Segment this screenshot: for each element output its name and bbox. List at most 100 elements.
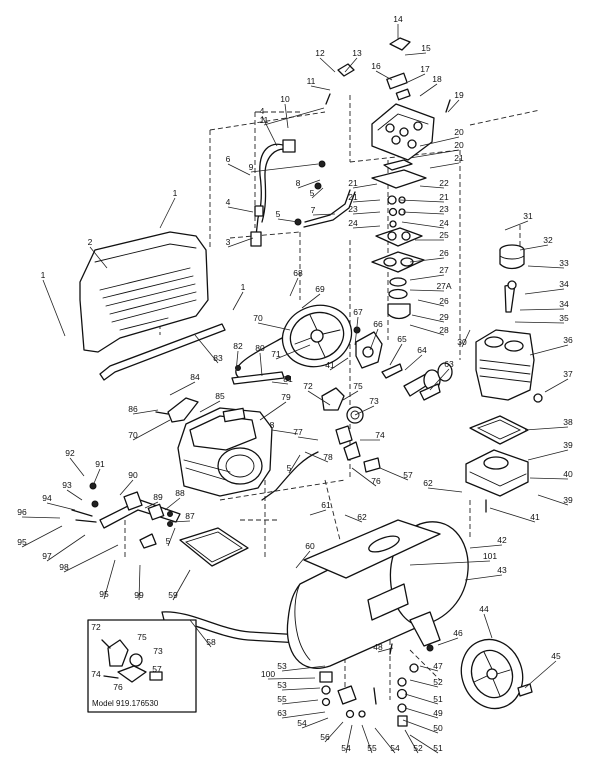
leader-line-8 [271,429,299,435]
part-number-41: 41 [325,360,335,370]
leader-line-70 [257,322,291,331]
leader-line-52 [409,679,439,688]
guard-rail [99,323,226,381]
leader-line-5 [311,187,324,199]
belt-guard [79,231,209,353]
cover-plate [179,527,249,567]
part-number-23: 23 [348,204,358,214]
leader-line-84 [169,381,196,396]
part-number-76: 76 [371,476,381,486]
cylinder-head [371,103,435,161]
part-number-82: 82 [233,341,243,351]
leader-line-18 [419,83,438,97]
part-number-71: 71 [271,349,281,359]
leader-line-31 [504,220,529,231]
leader-line-5 [288,454,301,474]
part-number-74: 74 [375,430,385,440]
part-number-79: 79 [281,392,291,402]
manifold [71,482,181,549]
leader-line-36 [529,344,569,356]
leader-line-5 [277,218,299,223]
part-number-38: 38 [563,417,573,427]
motor-clamp [167,397,199,423]
filter-cap [389,37,411,51]
leader-line-24 [401,221,445,229]
leader-line-23 [402,211,445,215]
part-number-95: 95 [17,537,27,547]
part-number-87: 87 [185,511,195,521]
part-number-50: 50 [433,723,443,733]
part-number-22: 22 [439,178,449,188]
part-number-62: 62 [357,512,367,522]
part-number-81: 81 [283,374,293,384]
part-number-42: 42 [497,535,507,545]
leader-line-41 [329,357,349,371]
part-number-8: 8 [296,178,301,188]
part-number-34: 34 [559,279,569,289]
part-number-11: 11 [260,115,269,125]
part-number-37: 37 [563,369,573,379]
part-number-48: 48 [373,642,383,652]
leader-line-99 [138,564,141,601]
leader-line-51 [404,693,439,705]
leader-line-57 [379,467,409,481]
part-number-5: 5 [287,463,292,473]
leader-line-45 [524,660,557,689]
part-number-100: 100 [261,669,275,679]
part-number-47: 47 [433,661,443,671]
part-number-70: 70 [128,430,138,440]
part-number-39: 39 [563,440,573,450]
part-number-98: 98 [59,562,69,572]
leader-line-1 [42,279,66,337]
leader-line-34 [519,308,565,311]
part-number-2: 2 [88,237,93,247]
leader-line-6 [227,163,251,176]
leader-line-49 [404,707,439,719]
part-number-83: 83 [213,353,223,363]
leader-line-97 [46,534,86,562]
part-number-1: 1 [173,188,178,198]
leader-line-1 [232,291,244,311]
leader-line-39 [537,494,569,506]
part-number-26: 26 [439,296,449,306]
inset-part-number-57: 57 [152,664,162,674]
leader-line-22 [419,185,445,189]
leader-line-95 [21,525,63,548]
leader-line-42 [469,544,503,549]
leader-line-58 [189,619,212,648]
inset-box [87,619,197,713]
leader-line-64 [404,354,423,371]
leader-line-73 [354,405,375,416]
leader-line-3 [227,237,254,248]
leader-line-91 [91,468,101,489]
leader-line-83 [194,334,219,364]
leader-line-60 [295,550,311,569]
part-number-101: 101 [483,551,497,561]
part-number-64: 64 [417,345,427,355]
leader-line-89 [144,501,159,509]
part-number-36: 36 [563,335,573,345]
part-number-20: 20 [454,140,464,150]
part-number-4: 4 [260,106,265,116]
leader-line-2 [89,246,108,269]
part-number-53: 53 [277,661,287,671]
part-number-52: 52 [433,677,443,687]
motor [177,407,273,497]
leader-line-95 [103,559,116,600]
part-number-53: 53 [277,680,287,690]
part-number-5: 5 [276,209,281,219]
leader-line-100 [267,677,316,680]
part-number-33: 33 [559,258,569,268]
part-number-24: 24 [439,218,449,228]
leader-line-40 [529,477,569,480]
part-number-85: 85 [215,391,225,401]
part-number-54: 54 [390,743,400,753]
leader-line-69 [301,293,321,309]
leader-line-8 [297,179,321,189]
part-number-21: 21 [454,153,464,163]
leader-line-48 [377,647,394,653]
leader-line-77 [297,436,319,441]
part-number-58: 58 [206,637,216,647]
